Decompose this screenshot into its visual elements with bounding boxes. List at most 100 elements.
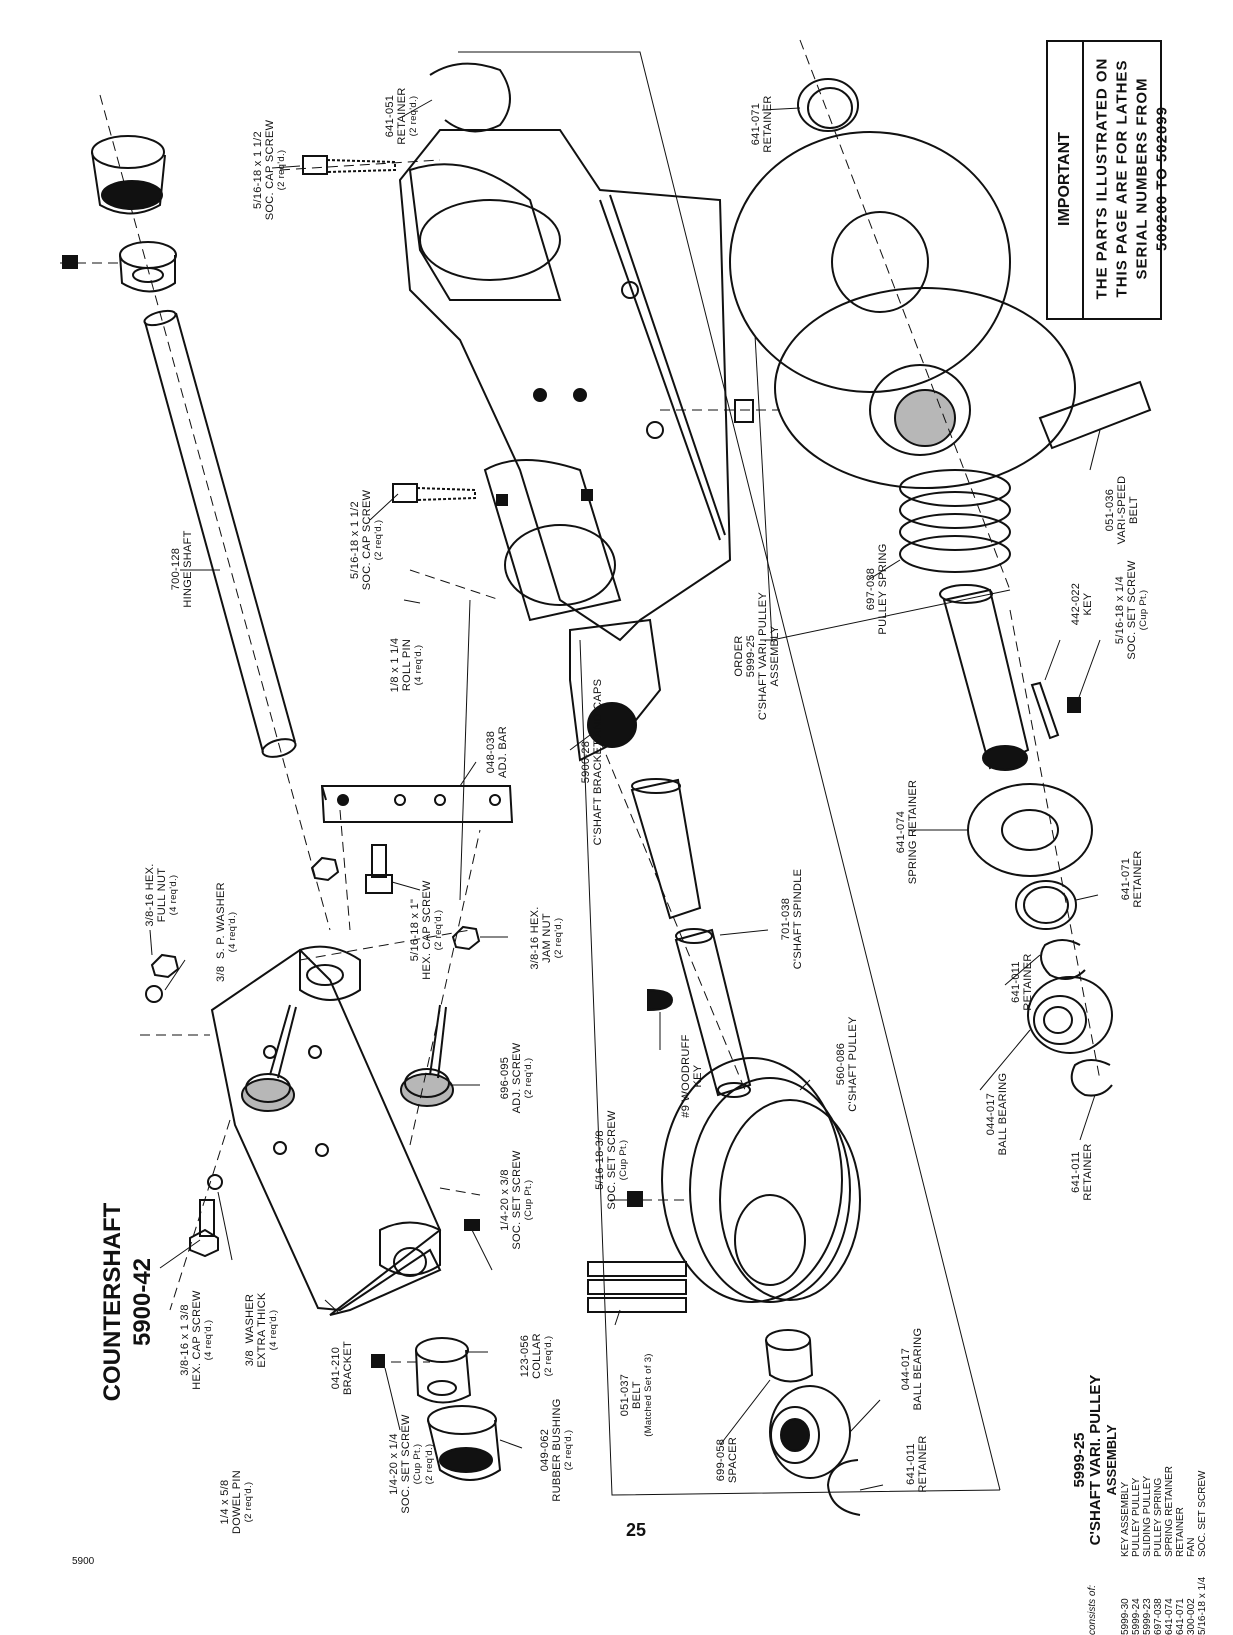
kit-row-description: SOC. SET SCREW [1197, 1470, 1208, 1558]
title-name: COUNTERSHAFT [99, 1202, 126, 1402]
retainer-641-071-low [1015, 880, 1077, 930]
spring-retainer [967, 783, 1093, 877]
retainer-641-011-b [1070, 1059, 1113, 1097]
kit-row-number: 5999-30 [1120, 1598, 1131, 1635]
retainer-top [797, 78, 859, 132]
hinge-shaft [143, 309, 297, 758]
ball-bearing-right [1027, 976, 1113, 1054]
important-heading-cell [1046, 40, 1084, 320]
pulley-shaft-screw [734, 399, 754, 423]
rubber-bushing-top [91, 135, 166, 215]
kit-consists-label: consists of: [1087, 1584, 1098, 1635]
bracket-outline-lines [458, 51, 1011, 1496]
hex-cap-screw-low [189, 1199, 219, 1258]
vari-speed-belt [1038, 380, 1152, 450]
kit-row: 641-071 RETAINER [1175, 1405, 1186, 1635]
kit-row: 697-038 PULLEY SPRING [1153, 1405, 1164, 1635]
callout-full-nut: 3/8-16 HEX.FULL NUT(4 req'd.) [144, 863, 179, 927]
pulley-hub-shaft [939, 584, 1030, 771]
callout-jam-nut: 3/8-16 HEX.JAM NUT(2 req'd.) [529, 906, 564, 970]
cshaft-pulley [627, 1057, 861, 1303]
kit-row-description: SLIDING PULLEY [1142, 1475, 1153, 1557]
cap-screw-mid [392, 483, 476, 503]
kit-row-number: 641-071 [1175, 1598, 1186, 1635]
cap-screw-top [302, 155, 396, 175]
kit-row-description: RETAINER [1175, 1507, 1186, 1557]
key-442 [1030, 681, 1081, 740]
kit-row-description: PULLEY SPRING [1153, 1477, 1164, 1557]
belt-set [587, 1261, 687, 1313]
page-number: 25 [626, 1520, 647, 1540]
important-notice-box [1046, 40, 1162, 320]
kit-row-number: 5999-24 [1131, 1598, 1142, 1635]
collar-low [371, 1337, 472, 1404]
important-line-3: SERIAL NUMBERS FROM [1133, 77, 1151, 280]
collar-top [62, 241, 177, 293]
kit-row-description: FAN [1186, 1537, 1197, 1557]
hex-nuts [145, 844, 481, 1190]
rubber-bushing-low [427, 1405, 502, 1481]
woodruff-key [647, 988, 674, 1012]
kit-row-description: SPRING RETAINER [1164, 1466, 1175, 1557]
lower-bracket [210, 945, 480, 1316]
kit-row: 5999-24 PULLEY PULLEY [1131, 1405, 1142, 1635]
kit-row-number: 641-074 [1164, 1598, 1175, 1635]
cshaft-spindle [630, 778, 752, 1098]
spacer [765, 1329, 814, 1383]
kit-row-number: 300-002 [1186, 1598, 1197, 1635]
vari-pulley-back [729, 131, 1011, 393]
important-line-1: THE PARTS ILLUSTRATED ON [1093, 57, 1111, 300]
kit-row-number: 5999-23 [1142, 1598, 1153, 1635]
shaft-bracket-casting [398, 62, 732, 762]
kit-row-description: PULLEY PULLEY [1131, 1477, 1142, 1557]
callout-sp-washer: 3/8 S. P. WASHER(4 req'd.) [215, 882, 238, 982]
important-line-2: THIS PAGE ARE FOR LATHES [1113, 59, 1131, 298]
pulley-spring [899, 469, 1011, 573]
vari-pulley-front [774, 287, 1076, 489]
kit-row: 641-074 SPRING RETAINER [1164, 1405, 1175, 1635]
kit-row-number: 697-038 [1153, 1598, 1164, 1635]
kit-row: 5/16-18 x 1/4 SOC. SET SCREW [1197, 1405, 1208, 1635]
leader-lines [149, 99, 1101, 1491]
retainer-641-011-a [1040, 939, 1086, 980]
kit-row-number: 5/16-18 x 1/4 [1197, 1576, 1208, 1635]
kit-row: 5999-23 SLIDING PULLEY [1142, 1405, 1153, 1635]
ball-bearing-low [769, 1385, 851, 1479]
title-number: 5900-42 [129, 1257, 156, 1347]
retainer-low [826, 1459, 861, 1516]
adj-bar [320, 785, 514, 823]
important-line-4: 500200 TO 502099 [1153, 106, 1171, 252]
callout-hex-cap-screw-1: 5/16-18 x 1"HEX. CAP SCREW(2 req'd.) [409, 880, 444, 980]
